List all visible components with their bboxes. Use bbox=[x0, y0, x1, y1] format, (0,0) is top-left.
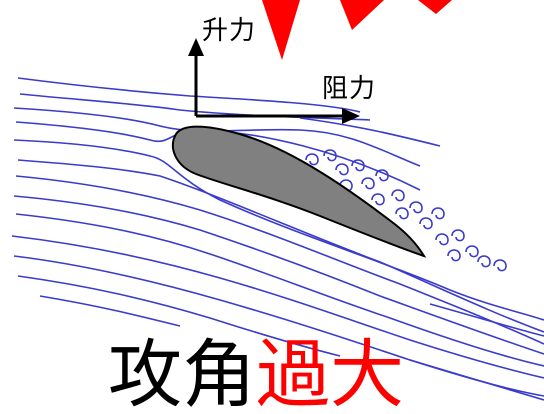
streamline bbox=[11, 235, 544, 379]
streamline bbox=[39, 295, 181, 327]
vortex-swirl bbox=[493, 259, 507, 272]
vortex-swirl bbox=[465, 245, 479, 258]
streamline bbox=[429, 303, 544, 337]
caption: 攻角過大 bbox=[108, 336, 404, 414]
streamline bbox=[15, 175, 544, 345]
streamline bbox=[13, 139, 544, 321]
vortex-swirl bbox=[375, 169, 389, 182]
drag-label: 阻力 bbox=[322, 74, 377, 104]
vortex-swirl bbox=[351, 159, 365, 172]
lift-arrow-icon bbox=[188, 38, 204, 116]
caption-red-part: 過大 bbox=[256, 332, 404, 414]
vortex-swirl bbox=[361, 177, 375, 190]
drag-arrow-icon bbox=[196, 108, 360, 124]
vortex-swirl bbox=[323, 149, 337, 162]
vortex-swirl bbox=[395, 207, 409, 220]
streamline bbox=[17, 159, 544, 333]
vortex-swirl bbox=[477, 255, 491, 268]
vortex-swirl bbox=[305, 153, 319, 166]
streamline bbox=[17, 77, 361, 113]
streamline bbox=[17, 275, 341, 357]
vortex-swirl bbox=[391, 189, 405, 202]
vortex-swirl bbox=[451, 229, 465, 242]
streamlines bbox=[11, 77, 544, 401]
vortex-swirl bbox=[371, 193, 385, 206]
streamline bbox=[299, 117, 441, 147]
streamline bbox=[15, 213, 544, 367]
vortex-swirl bbox=[435, 233, 449, 246]
lift-label: 升力 bbox=[202, 16, 257, 46]
streamline bbox=[19, 93, 371, 121]
streamline bbox=[409, 359, 544, 401]
airfoil bbox=[171, 125, 427, 258]
caption-black-part: 攻角 bbox=[108, 332, 256, 414]
vortex-swirl bbox=[431, 207, 445, 220]
vortex-swirl bbox=[447, 249, 461, 262]
vortex-swirl bbox=[419, 217, 433, 230]
streamline bbox=[13, 195, 544, 355]
vortex-swirl bbox=[335, 163, 349, 176]
vortex-swirl bbox=[409, 201, 423, 214]
warning-spike-icon bbox=[262, 0, 452, 60]
vortex-swirls bbox=[305, 149, 507, 272]
